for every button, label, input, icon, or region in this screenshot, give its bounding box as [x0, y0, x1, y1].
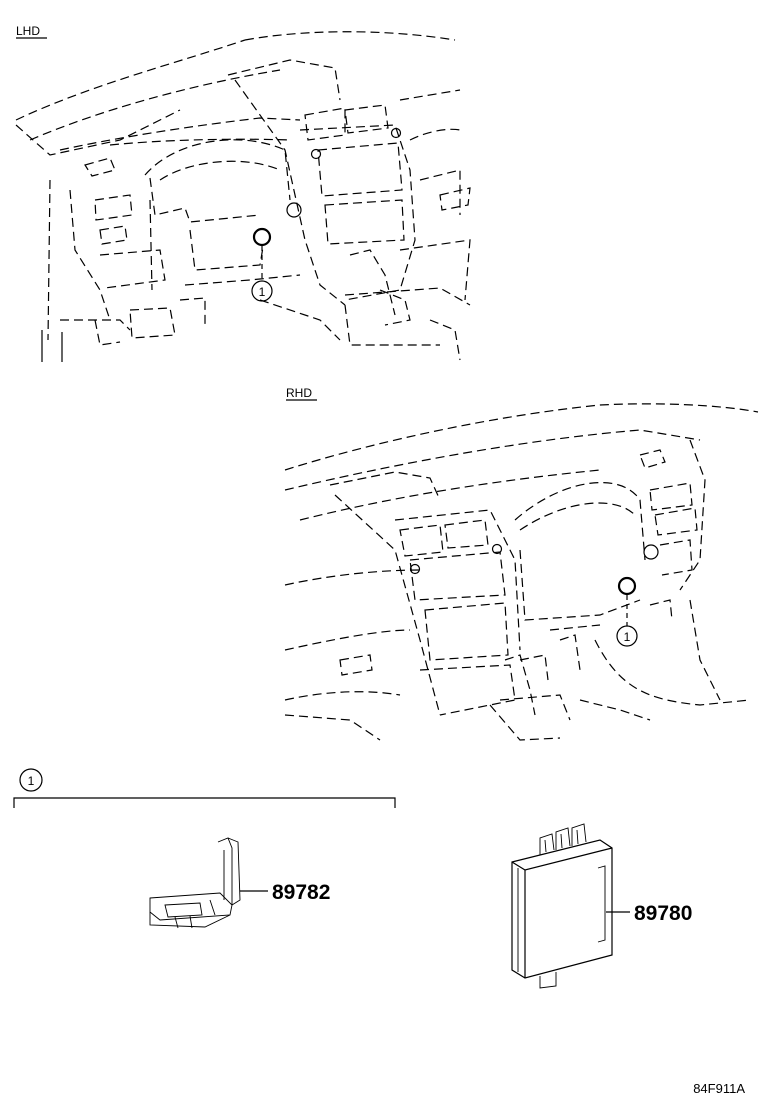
- group-bracket: [13, 797, 396, 808]
- rhd-target-location-marker: [617, 576, 637, 596]
- part-89780: 89780: [511, 823, 692, 989]
- lhd-callout-circle: [251, 280, 273, 302]
- lhd-label: LHD: [16, 24, 40, 38]
- lhd-target-location-marker: [252, 227, 272, 247]
- part-number-89782: 89782: [272, 881, 330, 904]
- part-number-89780: 89780: [634, 902, 692, 925]
- rhd-dashboard-view: RHD: [284, 386, 759, 741]
- rhd-label: RHD: [286, 386, 312, 400]
- group-callout-number: 1: [28, 774, 35, 788]
- rhd-callout-number: 1: [624, 630, 631, 644]
- part-89782: 89782: [149, 837, 330, 929]
- group-callout-circle: [19, 768, 43, 792]
- lhd-callout-number: 1: [259, 285, 266, 299]
- rhd-callout-circle: [616, 625, 638, 647]
- parts-group: 1: [13, 768, 396, 808]
- diagram-code: 84F911A: [693, 1081, 745, 1096]
- lhd-dashboard-view: LHD: [15, 24, 471, 362]
